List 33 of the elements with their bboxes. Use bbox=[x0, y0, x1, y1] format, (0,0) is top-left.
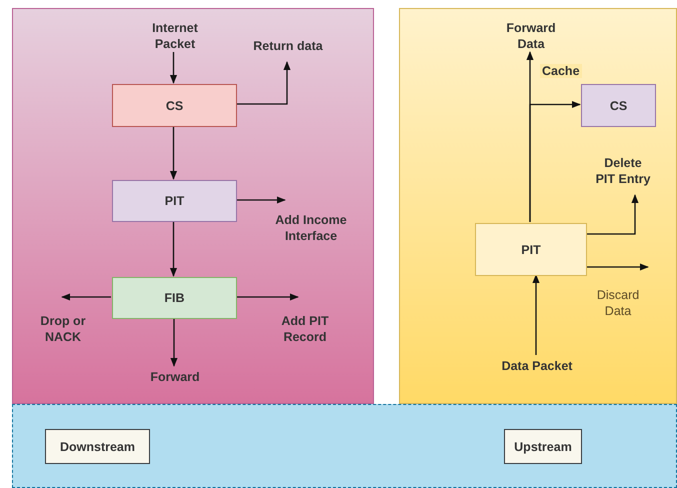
process-box: CS bbox=[581, 84, 656, 127]
process-box: PIT bbox=[112, 180, 237, 222]
process-box: CS bbox=[112, 84, 237, 127]
edge-label: Cache bbox=[540, 64, 582, 78]
upstream-panel bbox=[399, 8, 677, 404]
arrow bbox=[586, 194, 639, 235]
direction-band bbox=[12, 404, 677, 488]
arrow bbox=[236, 61, 291, 105]
arrow bbox=[170, 221, 178, 277]
flow-text: Forward bbox=[150, 369, 200, 385]
arrow bbox=[529, 100, 581, 222]
arrow bbox=[586, 263, 649, 271]
flow-text: Discard Data bbox=[596, 287, 640, 319]
downstream-panel bbox=[12, 8, 374, 404]
arrow bbox=[236, 196, 286, 204]
flow-text: Return data bbox=[253, 38, 323, 54]
arrow bbox=[170, 52, 178, 84]
arrow bbox=[170, 318, 178, 367]
arrow bbox=[236, 293, 299, 301]
flow-text: Forward Data bbox=[505, 20, 557, 52]
arrow bbox=[170, 126, 178, 180]
flow-text: Internet Packet bbox=[151, 20, 199, 52]
label-box: Downstream bbox=[45, 429, 150, 464]
flow-text: Delete PIT Entry bbox=[595, 155, 651, 187]
arrow bbox=[61, 293, 111, 301]
flow-text: Add Income Interface bbox=[274, 212, 348, 244]
flow-text: Drop or NACK bbox=[39, 313, 87, 345]
label-box: Upstream bbox=[504, 429, 582, 464]
flow-text: Add PIT Record bbox=[280, 313, 330, 345]
process-box: PIT bbox=[475, 223, 587, 276]
process-box: FIB bbox=[112, 277, 237, 319]
flow-text: Data Packet bbox=[502, 358, 572, 374]
arrow bbox=[532, 274, 540, 355]
